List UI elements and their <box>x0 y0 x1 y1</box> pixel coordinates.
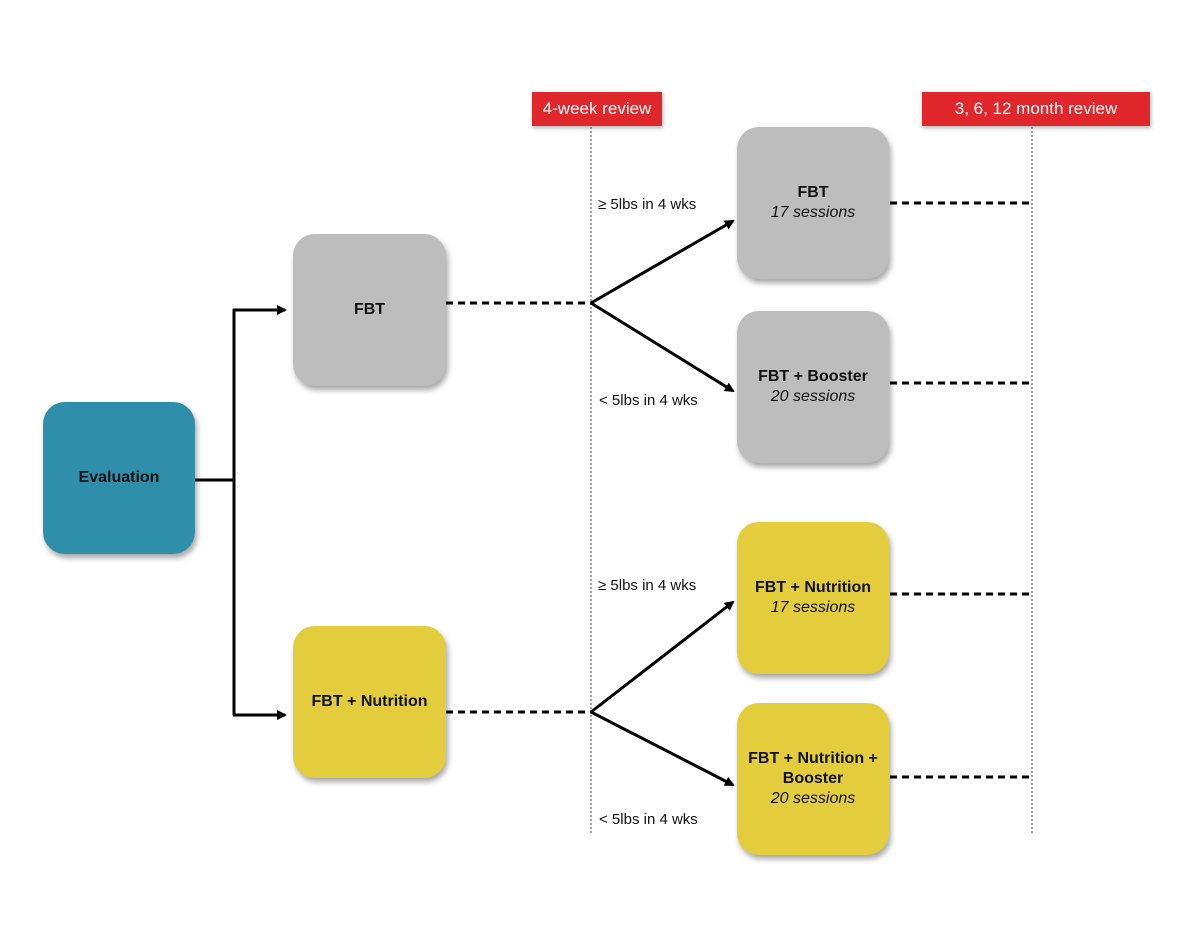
fbt-less-condition: < 5lbs in 4 wks <box>599 392 698 409</box>
fbt-booster-title: FBT + Booster <box>758 368 868 385</box>
fbt-nutrition-booster-node: FBT + Nutrition + Booster 20 sessions <box>737 703 889 855</box>
fbt-nutrition-17-node: FBT + Nutrition 17 sessions <box>737 522 889 674</box>
fbt-nutrition-17-sessions: 17 sessions <box>770 599 856 616</box>
fbt-nutrition-booster-sessions: 20 sessions <box>770 790 856 807</box>
fbt-booster-node: FBT + Booster 20 sessions <box>737 311 889 463</box>
fbt-17-sessions-node: FBT 17 sessions <box>737 127 889 279</box>
month-review-label: 3, 6, 12 month review <box>922 92 1150 126</box>
nutrition-less-condition: < 5lbs in 4 wks <box>599 811 698 828</box>
fbt-booster-sessions: 20 sessions <box>770 388 856 405</box>
fbt-nutrition-node: FBT + Nutrition <box>293 626 446 778</box>
fbt-gain-arrow <box>590 219 735 305</box>
fbt-17-title: FBT <box>797 184 829 201</box>
nutrition-gain-arrow <box>590 600 735 714</box>
nutrition-gain-condition: ≥ 5lbs in 4 wks <box>598 577 697 594</box>
fbt-node: FBT <box>293 234 446 386</box>
fbt-gain-condition: ≥ 5lbs in 4 wks <box>598 196 697 213</box>
fbt-nutrition-node-label: FBT + Nutrition <box>311 693 428 710</box>
four-week-review-text: 4-week review <box>542 99 652 118</box>
month-review-text: 3, 6, 12 month review <box>954 99 1118 118</box>
fbt-nutrition-17-title: FBT + Nutrition <box>755 579 871 596</box>
fbt-nutrition-booster-title: FBT + Nutrition + Booster <box>748 750 878 787</box>
fbt-node-label: FBT <box>353 301 386 318</box>
fbt-less-arrow <box>590 301 735 393</box>
four-week-review-label: 4-week review <box>532 92 662 126</box>
nutrition-less-arrow <box>590 710 735 787</box>
fbt-17-sessions: 17 sessions <box>770 204 856 221</box>
evaluation-node: Evaluation <box>43 402 195 554</box>
evaluation-node-label: Evaluation <box>78 469 160 486</box>
